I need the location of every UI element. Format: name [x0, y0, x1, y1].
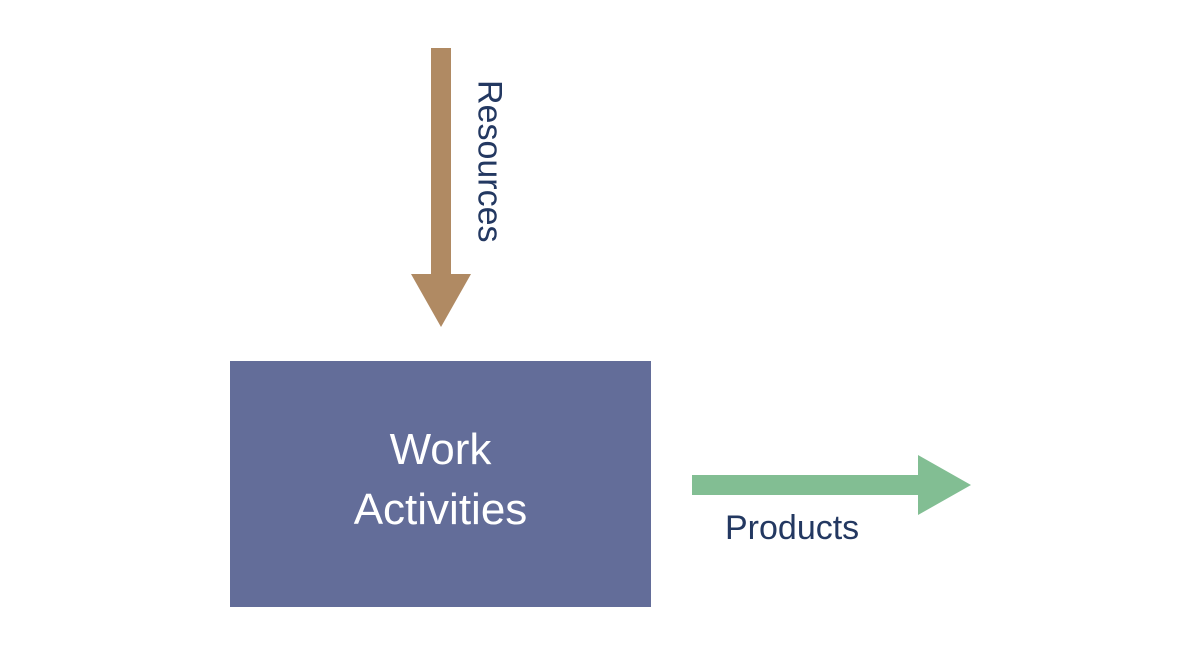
products-label: Products	[725, 509, 860, 547]
work-activities-label: Work Activities	[353, 425, 528, 534]
resources-label: Resources	[464, 66, 514, 256]
resources-text: Resources	[470, 79, 509, 243]
resources-arrow-shape	[411, 48, 471, 327]
work-activities-box: Work Activities	[230, 361, 651, 607]
products-arrow	[692, 455, 971, 515]
resources-arrow	[411, 48, 471, 327]
products-arrow-shape	[692, 455, 971, 515]
